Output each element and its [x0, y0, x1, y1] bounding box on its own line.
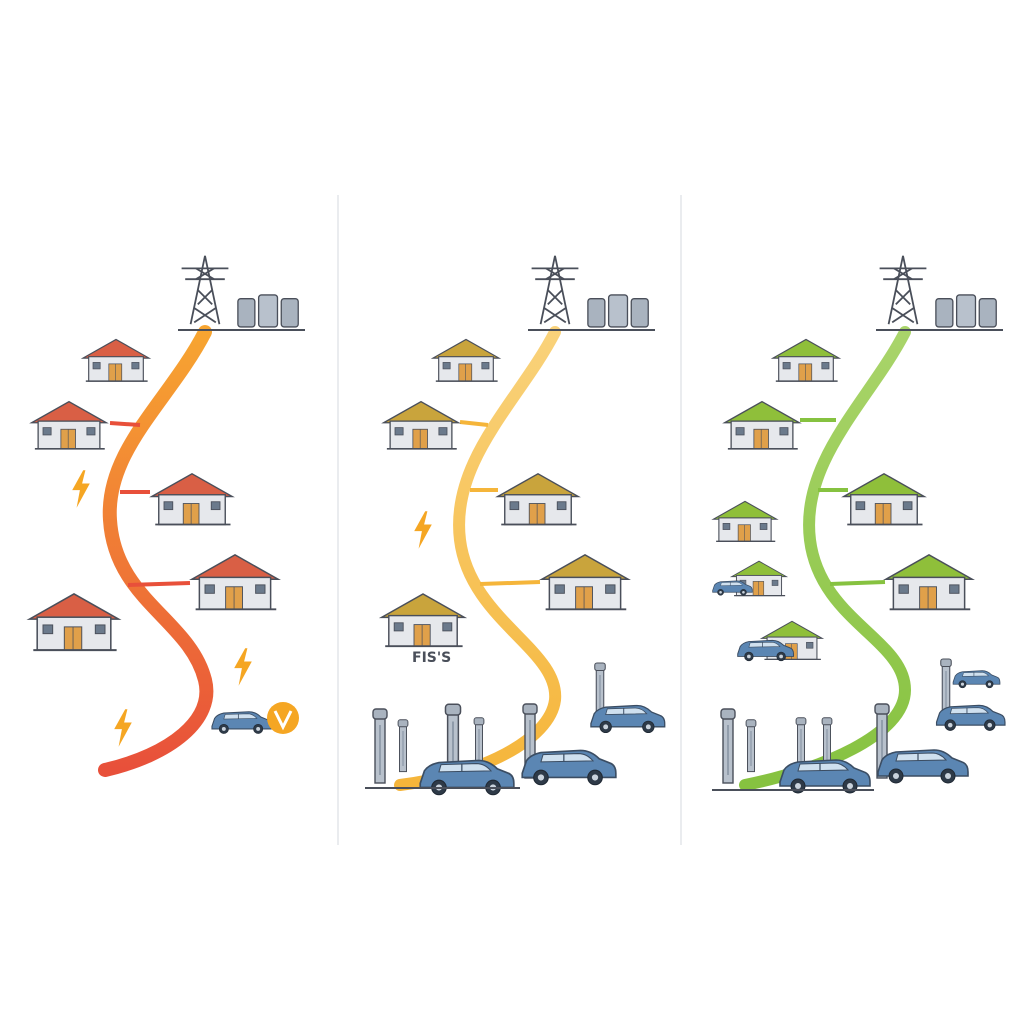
- car-icon: [877, 749, 969, 784]
- car-icon: [935, 704, 1006, 732]
- power-line-3: [739, 326, 912, 791]
- charging-station-icon: [720, 708, 736, 784]
- car-icon: [779, 759, 871, 794]
- house-icon: [842, 472, 926, 526]
- house-icon: [382, 400, 460, 450]
- lightning-bolt-icon: [72, 470, 90, 508]
- house-icon: [723, 400, 801, 450]
- panel-2-label: FIS'S: [412, 650, 451, 666]
- house-icon: [496, 472, 580, 526]
- power-line-2: [394, 326, 562, 791]
- house-icon: [432, 338, 500, 382]
- house-icon: [150, 472, 234, 526]
- transmission-tower-icon: [180, 254, 230, 326]
- car-icon: [211, 710, 273, 735]
- storage-tanks-icon: [935, 294, 997, 328]
- house-icon: [30, 400, 108, 450]
- charging-station-icon: [397, 719, 409, 773]
- charging-station-icon: [372, 708, 388, 784]
- storage-tanks-icon: [237, 294, 299, 328]
- car-icon: [419, 759, 515, 796]
- transmission-tower-icon: [530, 254, 580, 326]
- panel-3: [712, 254, 1006, 794]
- transmission-tower-icon: [878, 254, 928, 326]
- lightning-bolt-icon: [414, 511, 432, 549]
- storage-tanks-icon: [587, 294, 649, 328]
- house-icon: [82, 338, 150, 382]
- house-icon: [540, 553, 630, 611]
- car-icon: [590, 704, 666, 734]
- car-icon: [521, 749, 617, 786]
- power-line-1: [98, 325, 214, 777]
- car-icon: [952, 670, 1001, 689]
- charging-station-icon: [745, 719, 757, 773]
- charging-badge-icon: [267, 702, 299, 734]
- house-icon: [712, 500, 778, 542]
- lightning-bolt-icon: [234, 648, 252, 686]
- house-icon: [884, 553, 974, 611]
- house-icon: [190, 553, 280, 611]
- panel-2: FIS'S: [365, 254, 666, 796]
- house-icon: [28, 592, 120, 652]
- charging-station-icon: [940, 658, 952, 716]
- lightning-bolt-icon: [114, 709, 132, 747]
- house-icon: [772, 338, 840, 382]
- house-icon: [380, 593, 466, 648]
- panel-1: [28, 254, 305, 777]
